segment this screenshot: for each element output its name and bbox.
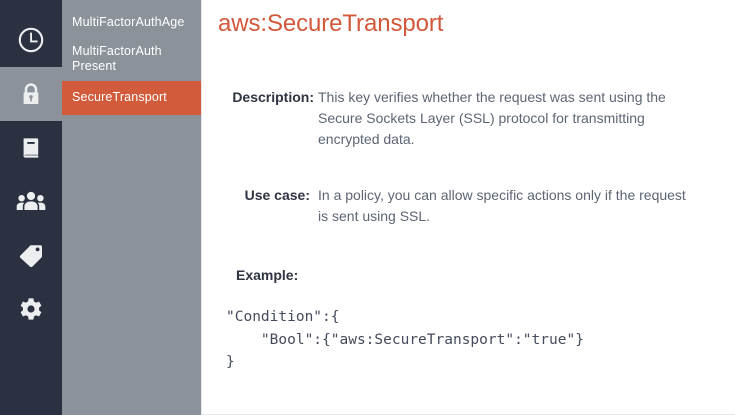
sidebar-item-label-line2: Present — [72, 59, 117, 73]
sidebar-item-multifactorauthage[interactable]: MultiFactorAuthAge — [62, 8, 201, 37]
usecase-label: Use case: — [244, 187, 310, 203]
example-label: Example: — [236, 267, 299, 283]
lock-icon — [17, 80, 45, 108]
rail-item-recent[interactable] — [0, 13, 62, 67]
users-icon — [16, 190, 46, 214]
clock-icon — [17, 26, 45, 54]
sidebar-item-multifactorauthpresent[interactable]: MultiFactorAuth Present — [62, 37, 201, 81]
rail-item-users[interactable] — [0, 175, 62, 229]
description-label: Description: — [232, 89, 314, 105]
rail-item-tags[interactable] — [0, 229, 62, 283]
sidebar-item-label: SecureTransport — [72, 90, 167, 104]
book-icon — [18, 135, 44, 161]
sidebar-item-label: MultiFactorAuth — [72, 44, 162, 58]
icon-rail — [0, 0, 62, 415]
description-row: Description: This key verifies whether t… — [202, 87, 735, 150]
content-panel: aws:SecureTransport Description: This ke… — [201, 0, 735, 415]
example-code-block: "Condition":{ "Bool":{"aws:SecureTranspo… — [226, 309, 584, 370]
example-row: Example: — [202, 265, 735, 286]
sidebar-item-securetransport[interactable]: SecureTransport — [62, 81, 201, 115]
usecase-row: Use case: In a policy, you can allow spe… — [202, 185, 735, 227]
usecase-value: In a policy, you can allow specific acti… — [318, 187, 686, 224]
key-list-sidebar: MultiFactorAuthAge MultiFactorAuth Prese… — [62, 0, 201, 415]
page-title: aws:SecureTransport — [218, 10, 444, 37]
rail-item-security[interactable] — [0, 67, 62, 121]
sidebar-item-label: MultiFactorAuthAge — [72, 15, 185, 29]
description-value: This key verifies whether the request wa… — [318, 89, 666, 147]
rail-spacer — [0, 0, 62, 13]
rail-item-docs[interactable] — [0, 121, 62, 175]
gear-icon — [17, 296, 45, 324]
tag-icon — [17, 242, 45, 270]
rail-item-settings[interactable] — [0, 283, 62, 337]
